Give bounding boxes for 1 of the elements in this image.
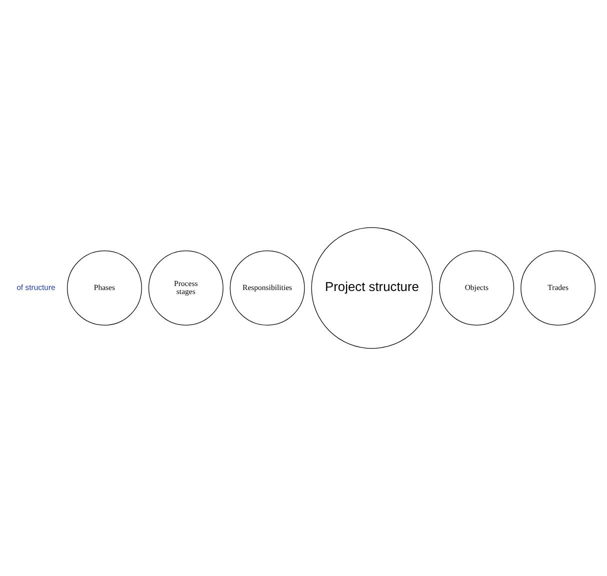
node-circle: Project structure xyxy=(311,227,433,349)
